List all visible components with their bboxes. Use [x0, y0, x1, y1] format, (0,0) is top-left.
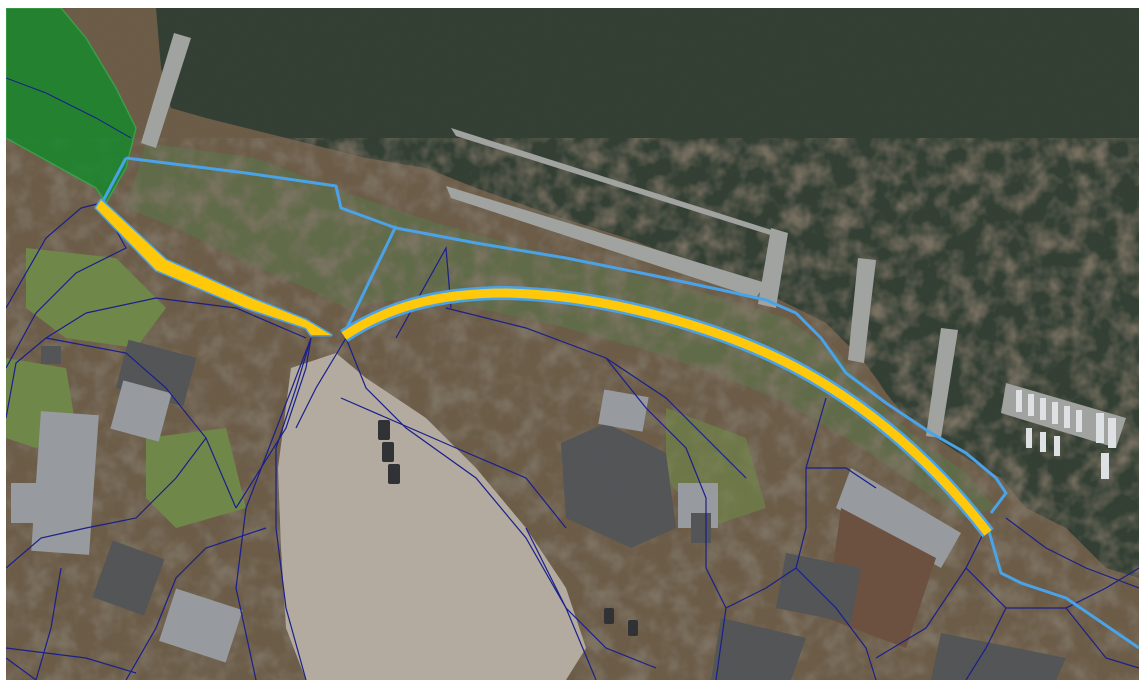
parcel-boundaries [6, 202, 1139, 680]
study-area-boundary[interactable] [101, 156, 1139, 650]
highlighted-footpath[interactable] [94, 198, 994, 538]
footpath-segment-west[interactable] [96, 200, 331, 335]
aerial-map[interactable] [6, 8, 1139, 680]
footpath-segment-east[interactable] [341, 288, 992, 536]
protected-area-inner-line [6, 77, 132, 139]
imagery-grain [6, 8, 1139, 680]
